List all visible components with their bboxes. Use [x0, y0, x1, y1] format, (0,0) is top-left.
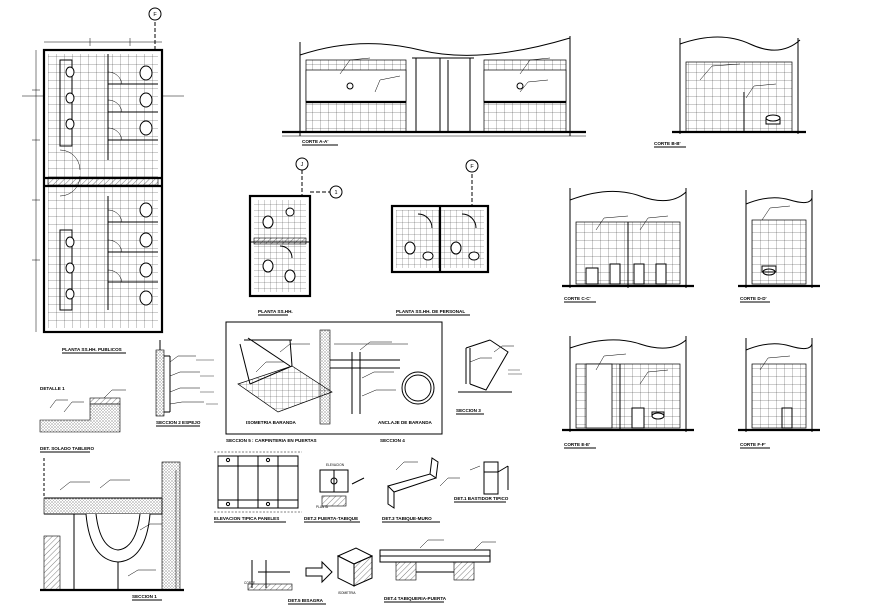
plan-small-title: PLANTA SS.HH. — [258, 309, 293, 314]
plan-public-restroom: F PLANTA SS.HH. PUBLICOS — [22, 7, 184, 354]
detail-tabiqueria-puerta: DET.4 TABIQUERIA-PUERTA — [379, 539, 496, 603]
grid-bubble-j: J — [301, 162, 304, 168]
isometria-baranda-title: ISOMETRIA BARANDA — [246, 420, 297, 425]
annotation-notes — [196, 359, 522, 405]
corte-f-title: CORTE F-F' — [740, 442, 766, 447]
seccion1-title: SECCION 1 — [132, 594, 157, 599]
det5-title: DET.5 BISAGRA — [288, 598, 324, 603]
plan-staff-restroom: F PLANTA SS.HH. DE PERSONAL — [390, 159, 490, 316]
plan-small-restroom: J 1 PLANTA SS.HH. — [248, 157, 343, 316]
detalle-1-label: DETALLE 1 — [40, 386, 65, 391]
grid-bubble-1: 1 — [334, 190, 337, 196]
detail-1: DETALLE 1 DET. SOLADO TABLERO — [39, 386, 126, 453]
seccion3-title: SECCION 3 — [456, 408, 481, 413]
grid-bubble-f: F — [153, 12, 157, 18]
detail-seccion-2-espejo: SECCION 2 ESPEJO — [155, 340, 204, 427]
anclaje-baranda-title: ANCLAJE DE BARANDA — [378, 420, 433, 425]
section-corte-f: CORTE F-F' — [738, 338, 820, 449]
corte-label: CORTE — [244, 581, 255, 585]
detail-bisagra: CORTE ISOMETRIA DET.5 BISAGRA — [244, 547, 374, 605]
det3-title: DET.3 TABIQUE-MURO — [382, 516, 432, 521]
plan-public-title: PLANTA SS.HH. PUBLICOS — [62, 347, 122, 352]
planta-label: PLANTA — [316, 505, 329, 509]
detail-puerta-tabique: ELEVACION PLANTA DET.2 PUERTA-TABIQUE — [304, 463, 365, 523]
corte-e-title: CORTE E-E' — [564, 442, 590, 447]
elevacion-label: ELEVACION — [326, 463, 345, 467]
corte-c-title: CORTE C-C' — [564, 296, 591, 301]
elevacion-paneles-title: ELEVACION TIPICA PANELES — [214, 516, 279, 521]
section-corte-b: CORTE B-B' — [654, 36, 806, 148]
corte-b-title: CORTE B-B' — [654, 141, 681, 146]
section-corte-a: CORTE A-A' — [282, 36, 586, 146]
det1-title: DET.1 BASTIDOR TIPICO — [454, 496, 509, 501]
isometria-label: ISOMETRIA — [338, 591, 356, 595]
seccion5-title: SECCION 5 : CARPINTERIA EN PUERTAS — [226, 438, 317, 443]
det2-title: DET.2 PUERTA-TABIQUE — [304, 516, 358, 521]
grid-bubble-f-2: F — [470, 164, 474, 170]
detail-tabique-muro: DET.3 TABIQUE-MURO — [382, 457, 460, 523]
det4-title: DET.4 TABIQUERIA-PUERTA — [384, 596, 447, 601]
corte-a-title: CORTE A-A' — [302, 139, 328, 144]
detail-seccion-3: SECCION 3 — [456, 339, 514, 415]
detail-baranda-box: ISOMETRIA BARANDA ANCLAJE DE BARANDA — [225, 321, 443, 435]
plan-staff-title: PLANTA SS.HH. DE PERSONAL — [396, 309, 465, 314]
detail-seccion-1: SECCION 1 — [40, 458, 184, 601]
detail-elevacion-paneles: ELEVACION TIPICA PANELES — [214, 451, 302, 523]
section-corte-c: CORTE C-C' — [562, 188, 694, 303]
seccion2-title: SECCION 2 ESPEJO — [156, 420, 201, 425]
section-corte-d: CORTE D-D' — [738, 190, 820, 303]
seccion4-title: SECCION 4 — [380, 438, 405, 443]
det-solado-tablero-title: DET. SOLADO TABLERO — [40, 446, 94, 451]
section-corte-e: CORTE E-E' — [562, 336, 694, 449]
corte-d-title: CORTE D-D' — [740, 296, 767, 301]
detail-bastidor-tipico: DET.1 BASTIDOR TIPICO — [454, 461, 509, 503]
